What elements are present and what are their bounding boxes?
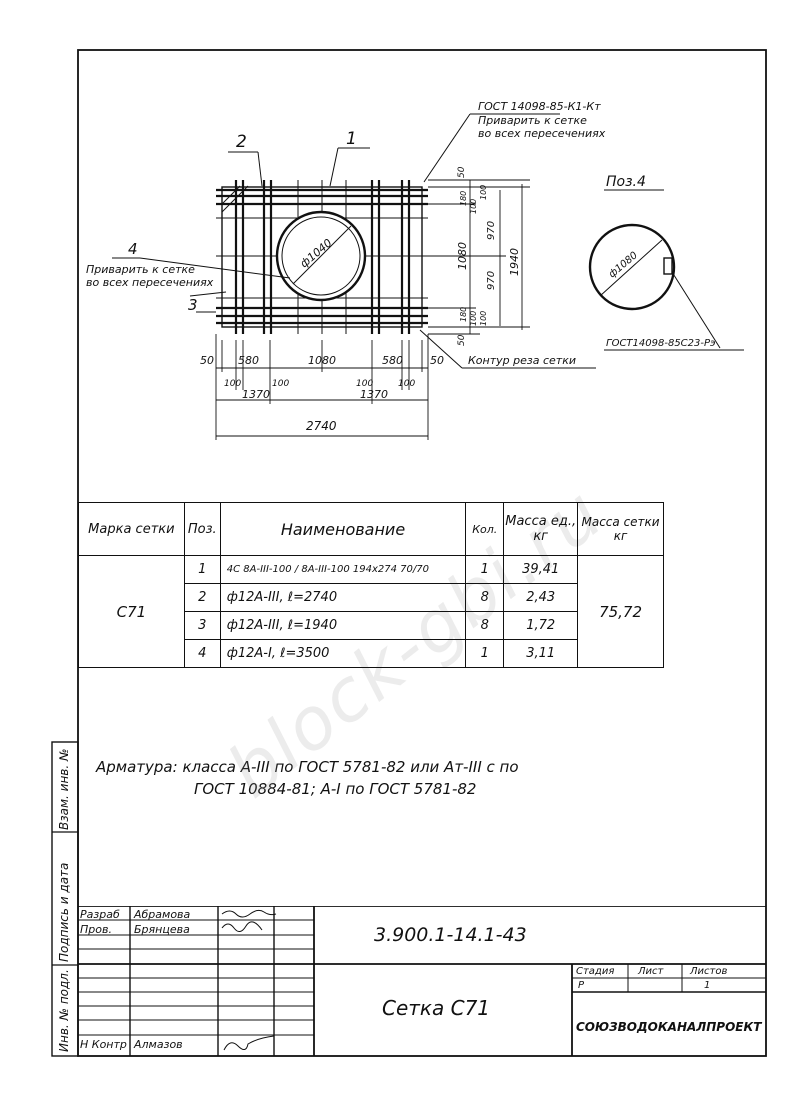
mesh-mass-cell: 75,72	[577, 555, 664, 668]
pos1-label: 1	[346, 129, 357, 149]
weld-note-line1: Приварить к сетке	[478, 114, 587, 127]
sheets-value: 1	[704, 980, 711, 991]
dim-r-100-c: 100	[469, 311, 478, 326]
dim-50-right: 50	[430, 354, 444, 367]
dim-r-180-bottom: 180	[459, 307, 468, 322]
note-line1: Арматура: класса А-III по ГОСТ 5781-82 и…	[95, 758, 519, 776]
dim-100-a: 100	[224, 379, 241, 389]
dim-r-100-a: 100	[469, 199, 478, 214]
weld-left-line2: во всех пересечениях	[86, 276, 214, 289]
dim-50-left: 50	[200, 354, 214, 367]
row-name: ф12А-I, ℓ=3500	[219, 639, 467, 668]
ring-detail	[588, 189, 744, 351]
pos3-label: 3	[188, 296, 198, 314]
row-mass: 39,41	[503, 555, 579, 584]
mark-cell: С71	[78, 555, 185, 668]
dim-total: 2740	[306, 419, 337, 433]
spec-table: Марка сетки Поз. Наименование Кол. Масса…	[78, 502, 664, 668]
pos4-label: 4	[128, 240, 138, 258]
note-line2: ГОСТ 10884-81; А-I по ГОСТ 5781-82	[194, 780, 476, 798]
dim-1370-left: 1370	[242, 388, 270, 401]
side-field-signature-date: Подпись и дата	[57, 862, 71, 962]
row-pos: 2	[183, 583, 221, 612]
table-row: 2 ф12А-III, ℓ=2740 8 2,43	[79, 583, 664, 612]
dim-100-d: 100	[398, 379, 415, 389]
stamp-role2: Пров.	[80, 923, 112, 936]
dim-r-970-bottom: 970	[486, 271, 497, 290]
dim-580-left: 580	[238, 354, 259, 367]
header-name: Наименование	[219, 502, 467, 556]
bottom-dimensions	[215, 334, 429, 440]
row-pos: 3	[183, 611, 221, 640]
dim-r-970-top: 970	[486, 221, 497, 240]
dim-r-100-b: 100	[479, 185, 488, 200]
cut-contour-label: Контур реза сетки	[468, 354, 576, 367]
pos4-title: Поз.4	[606, 174, 646, 190]
right-dimensions	[428, 179, 530, 335]
stamp-role1: Разраб	[80, 908, 120, 921]
row-mass: 1,72	[503, 611, 579, 640]
header-pos: Поз.	[183, 502, 221, 556]
stamp-name2: Брянцева	[134, 923, 190, 936]
header-mark: Марка сетки	[78, 502, 185, 556]
dim-r-50-top: 50	[457, 166, 467, 178]
row-qty: 8	[465, 583, 505, 612]
gost-weld-top: ГОСТ 14098-85-К1-Кт	[478, 100, 601, 113]
table-row: С71 1 4С 8А-III-100 / 8А-III-100 194х274…	[78, 555, 664, 668]
stamp-role3: Н Контр	[80, 1038, 127, 1051]
pos2-label: 2	[236, 132, 247, 152]
dim-100-b: 100	[272, 379, 289, 389]
row-pos: 1	[183, 555, 221, 584]
weld-left-line1: Приварить к сетке	[86, 263, 195, 276]
dim-r-180-top: 180	[459, 191, 468, 206]
ring-diameter: ф1080	[607, 250, 640, 280]
dim-580-right: 580	[382, 354, 403, 367]
leaders	[112, 113, 596, 369]
row-qty: 1	[465, 639, 505, 668]
header-mass-unit: Масса ед., кг	[503, 502, 579, 556]
dim-r-1080: 1080	[456, 242, 469, 270]
side-field-original-inv: Инв. № подл.	[57, 969, 71, 1052]
organization: СОЮЗВОДОКАНАЛПРОЕКТ	[576, 1020, 762, 1034]
sheet-label: Лист	[638, 966, 664, 977]
gost-ring: ГОСТ14098-85С23-Рэ	[606, 338, 716, 349]
sheets-label: Листов	[690, 966, 728, 977]
spec-header-row: Марка сетки Поз. Наименование Кол. Масса…	[78, 502, 664, 556]
row-mass: 3,11	[503, 639, 579, 668]
stage-value: Р	[578, 980, 585, 991]
row-qty: 1	[465, 555, 505, 584]
stamp-name3: Алмазов	[134, 1038, 183, 1051]
row-name: 4С 8А-III-100 / 8А-III-100 194х274 70/70	[219, 555, 467, 584]
header-mass-mesh: Масса сетки кг	[577, 502, 664, 556]
stage-label: Стадия	[576, 966, 615, 977]
sheet-frame	[77, 49, 767, 1057]
header-qty: Кол.	[465, 502, 505, 556]
row-pos: 4	[183, 639, 221, 668]
row-name: ф12А-III, ℓ=1940	[219, 611, 467, 640]
binding-strip	[51, 741, 79, 1057]
table-row: 4 ф12А-I, ℓ=3500 1 3,11	[79, 639, 664, 668]
dim-r-100-d: 100	[479, 311, 488, 326]
row-mass: 2,43	[503, 583, 579, 612]
dim-1080: 1080	[308, 354, 336, 367]
dim-r-1940: 1940	[508, 248, 521, 276]
mesh-plan	[216, 180, 428, 334]
dim-r-50-bottom: 50	[457, 334, 467, 346]
dim-100-c: 100	[356, 379, 373, 389]
row-name: ф12А-III, ℓ=2740	[219, 583, 467, 612]
title-block	[78, 906, 766, 1056]
doc-code: 3.900.1-14.1-43	[374, 924, 527, 946]
drawing-title: Сетка С71	[382, 996, 491, 1020]
stamp-name1: Абрамова	[134, 908, 191, 921]
row-qty: 8	[465, 611, 505, 640]
side-field-replace-inv: Взам. инв. №	[57, 748, 71, 830]
dim-1370-right: 1370	[360, 388, 388, 401]
weld-note-line2: во всех пересечениях	[478, 127, 606, 140]
